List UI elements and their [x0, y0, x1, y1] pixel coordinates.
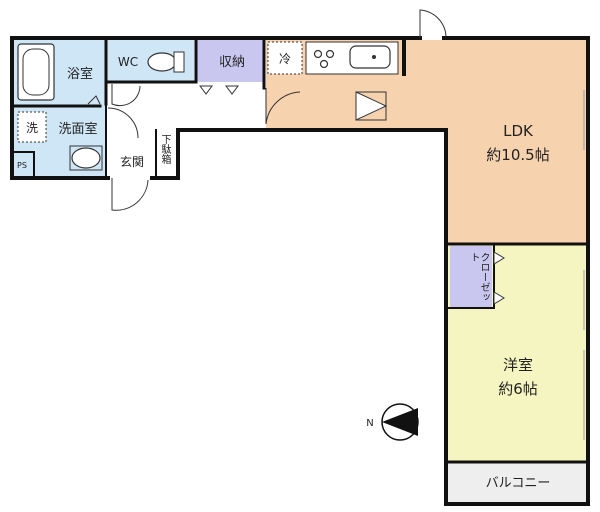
front-door-arc	[419, 9, 447, 38]
toilet-icon	[147, 52, 177, 72]
entrance-door-arc	[111, 178, 149, 211]
closet-door-markers	[199, 85, 505, 305]
ldk-door-arc	[265, 88, 301, 125]
compass-icon: N	[366, 403, 419, 441]
bathtub-icon	[17, 43, 55, 101]
stove-icon	[313, 49, 335, 69]
balcony-fill	[448, 462, 586, 502]
balcony-label: バルコニー	[486, 476, 551, 491]
western-size-label: 約6帖	[498, 380, 538, 398]
ldk-name-label: LDK	[503, 122, 534, 140]
washing-machine-box	[17, 111, 47, 143]
ldk-fill	[266, 40, 586, 244]
closet-fill-top	[450, 246, 492, 308]
wc-label: WC	[118, 55, 138, 69]
bath-label: 浴室	[67, 66, 93, 82]
ps-label: PS	[17, 161, 27, 170]
shoe-box-label: 下駄箱	[159, 134, 170, 164]
ldk-size-label: 約10.5帖	[486, 146, 549, 164]
fridge-label: 冷	[279, 52, 291, 66]
walls	[10, 36, 590, 506]
storage-fill	[196, 40, 264, 82]
doors	[87, 9, 447, 211]
wc-door-arc	[111, 84, 141, 107]
washroom-door-arc	[107, 107, 139, 139]
closet-label: クローゼット	[468, 252, 489, 302]
fridge-box	[267, 41, 303, 75]
washroom-label: 洗面室	[58, 121, 97, 137]
kitchen-sink-icon	[349, 45, 391, 69]
wash-mark-label: 洗	[26, 121, 38, 135]
wash-basin-icon	[71, 147, 101, 169]
entrance-label: 玄関	[120, 154, 144, 169]
western-name-label: 洋室	[503, 356, 533, 374]
entrance-fill	[106, 106, 156, 176]
storage-label: 収納	[219, 55, 245, 70]
bath-door-arc	[87, 95, 101, 105]
compass-label: N	[366, 418, 373, 429]
